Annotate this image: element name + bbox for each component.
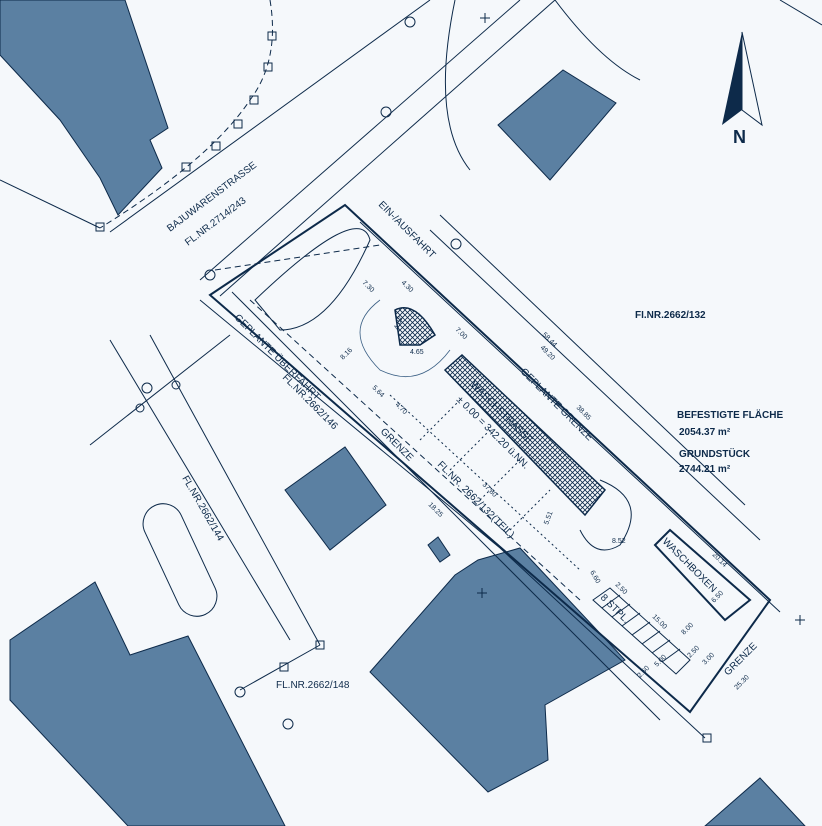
entrance-label: EIN-/AUSFAHRT	[376, 199, 437, 260]
street-lines	[0, 0, 822, 297]
exit-curve	[579, 479, 632, 551]
lane-markings	[389, 394, 581, 571]
dimension-label: 25.30	[733, 674, 750, 691]
dimension-label: 4.82	[393, 315, 404, 330]
plot-area-value: 2744.21 m²	[679, 464, 731, 475]
dimension-label: 18.25	[427, 501, 444, 518]
parcel-main: FI.NR.2662/132	[635, 310, 706, 321]
dimension-label: 7.00	[454, 326, 469, 341]
dimension-label: 8.00	[680, 622, 695, 637]
paved-area-label: BEFESTIGTE FLÄCHE	[677, 408, 783, 421]
wash-bays-outline	[653, 528, 752, 622]
dimension-label: 6.60	[588, 570, 601, 585]
dimension-label: 3.00	[701, 652, 716, 667]
survey-markers	[95, 13, 805, 743]
street-parcel: FL.NR.2714/243	[183, 195, 249, 248]
building-northeast	[497, 69, 617, 181]
plot-area-label: GRUNDSTÜCK	[679, 447, 751, 460]
dimension-label: 4.65	[410, 349, 424, 356]
building-small	[427, 536, 451, 563]
dimension-label: 4.30	[400, 279, 415, 294]
dimension-label: 2.50	[614, 581, 629, 596]
car-wash-entry-building	[394, 307, 436, 346]
planned-crossing-label: GEPLANTE ÜBERFAHRT	[232, 312, 323, 403]
dimension-label: 15.00	[651, 613, 668, 630]
dimension-label: 8.52	[612, 538, 626, 545]
parcel-144: FL.NR.2662/144	[179, 474, 225, 543]
building-southeast	[704, 777, 806, 826]
building-northwest	[0, 0, 169, 216]
dimension-label: 5.64	[371, 384, 386, 399]
site-boundaries	[89, 203, 781, 739]
dimension-label: 7.30	[361, 279, 376, 294]
dimension-label: 37.80	[481, 481, 498, 498]
parcel-148: FL.NR.2662/148	[276, 680, 350, 691]
north-label: N	[733, 127, 746, 147]
car-wash-building	[443, 353, 607, 517]
parking-area	[592, 587, 691, 675]
turning-circle	[359, 299, 451, 377]
dimension-label: 2.50	[686, 645, 701, 660]
dimension-label: 5.51	[543, 510, 554, 525]
building-south	[369, 547, 626, 793]
dimension-label: 20.14	[711, 551, 728, 568]
building-middle	[284, 446, 387, 551]
paved-area-value: 2054.37 m²	[679, 427, 731, 438]
dimension-label: 4.70	[394, 401, 409, 416]
building-southwest	[9, 581, 286, 826]
north-arrow-icon	[722, 31, 763, 127]
dimension-label: 8.16	[339, 347, 354, 362]
parking-stalls	[601, 594, 681, 663]
